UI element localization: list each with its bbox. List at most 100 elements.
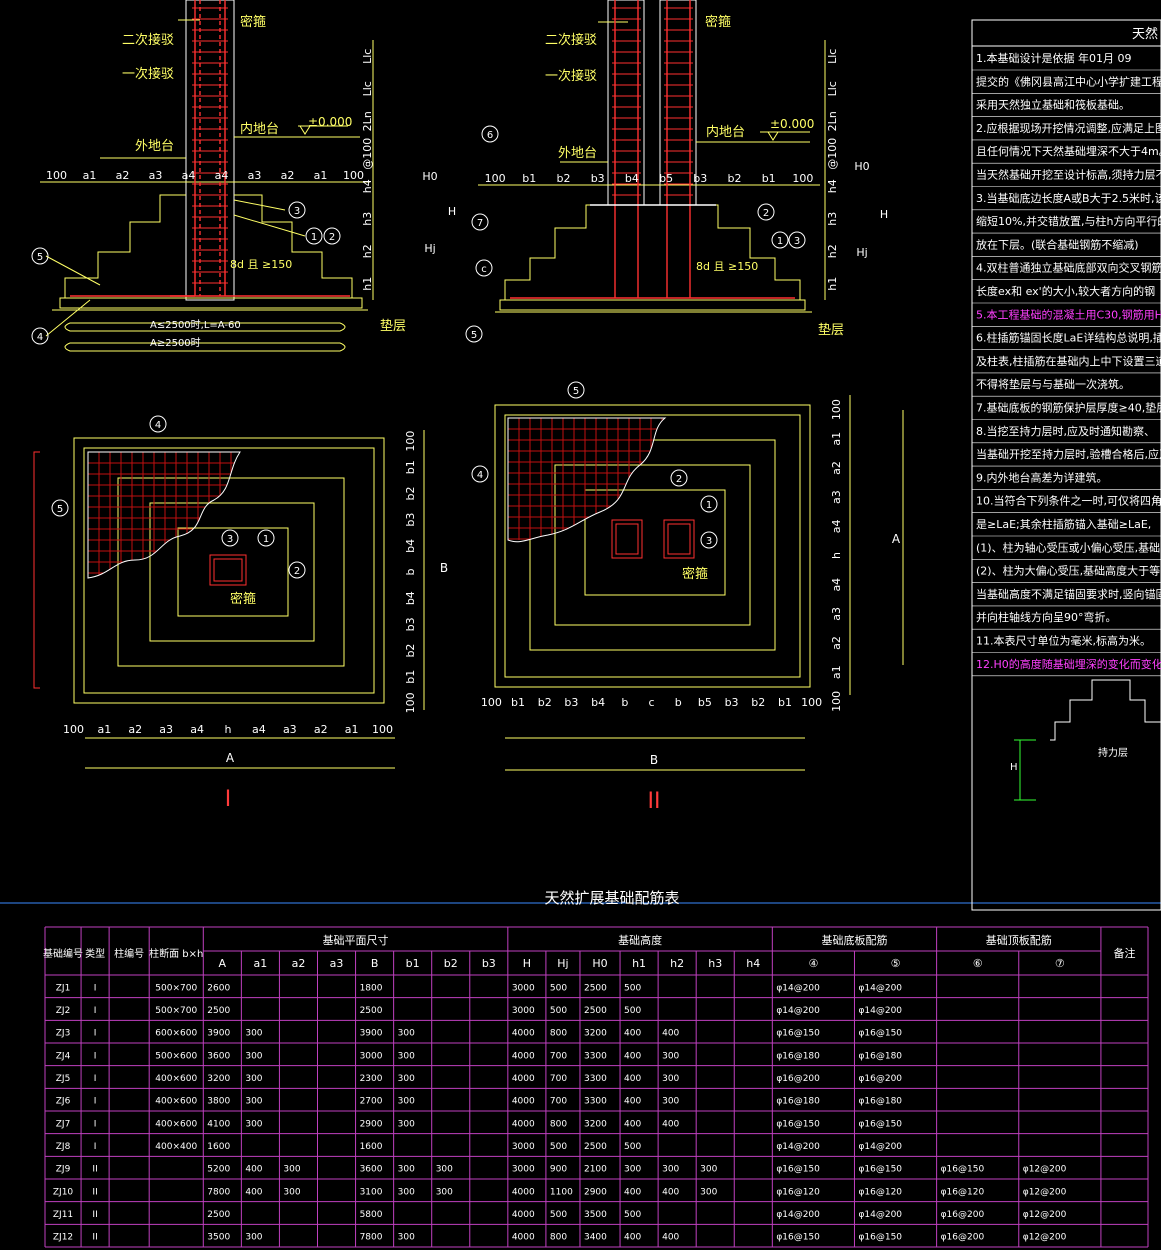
table-cell: 400 [245, 1165, 262, 1175]
dim-label: b1 [404, 460, 417, 474]
dim-label: a3 [149, 169, 163, 182]
marker-circle [51, 499, 69, 517]
dim-label: a3 [248, 169, 262, 182]
table-col-header: H [523, 957, 531, 970]
dim-label: 100 [46, 169, 67, 182]
table-cell: I [94, 1097, 97, 1107]
table-cell: ZJ10 [53, 1187, 74, 1197]
break-line [87, 451, 241, 579]
table-cell: ZJ3 [56, 1029, 71, 1039]
table-cell: 300 [245, 1097, 262, 1107]
table-cell: φ16@120 [858, 1187, 902, 1197]
marker-circle [257, 529, 275, 547]
dim-label: a3 [159, 723, 173, 736]
table-cell: 500 [550, 983, 567, 993]
table-col-header: a2 [292, 957, 306, 970]
label-cushion-ii: 垫层 [818, 322, 844, 338]
note-line: 长度ex和 ex'的大小,较大者方向的钢 [976, 284, 1155, 298]
table-cell: 400×400 [155, 1142, 197, 1152]
dim-label: b2 [404, 486, 417, 500]
table-cell: φ16@150 [776, 1119, 820, 1129]
note-line: 6.柱插筋锚固长度LaE详结构总说明,插筋与 [976, 331, 1161, 345]
marker-label: 3 [794, 236, 800, 247]
table-cell: 400 [624, 1029, 641, 1039]
dim-label: 2Ln [826, 111, 839, 131]
label-elevation: ±0.000 [308, 115, 352, 129]
plan-ii [494, 395, 904, 771]
table-cell: 2700 [360, 1097, 383, 1107]
table-cell: 300 [624, 1165, 641, 1175]
table-cell: 3300 [584, 1051, 607, 1061]
table-cell: 3500 [584, 1210, 607, 1220]
table-cell: 600×600 [155, 1029, 197, 1039]
label-primary-splice: 一次接驳 [122, 66, 174, 82]
note-line: 且任何情况下天然基础埋深不大于4m。 [976, 144, 1161, 158]
label-elevation-ii: ±0.000 [770, 117, 814, 131]
table-cell: 300 [398, 1233, 415, 1243]
table-cell: 300 [398, 1119, 415, 1129]
dim-label: b3 [591, 172, 605, 185]
note-line: (1)、柱为轴心受压或小偏心受压,基础高 [976, 540, 1161, 554]
table-cell: 400×600 [155, 1074, 197, 1084]
table-cell: 300 [245, 1051, 262, 1061]
table-cell: 3500 [207, 1233, 230, 1243]
table-cell: 3300 [584, 1074, 607, 1084]
table-cell: 300 [245, 1029, 262, 1039]
section-ii-stirrups [612, 7, 693, 196]
table-cell: 3000 [512, 1165, 535, 1175]
table-cell: 800 [550, 1029, 567, 1039]
dim-label: Llc [361, 49, 374, 64]
table-col-header: 柱编号 [114, 947, 144, 960]
table-cell: 700 [550, 1074, 567, 1084]
dim-label: b2 [538, 696, 552, 709]
table-cell: φ16@200 [776, 1074, 820, 1084]
table-col-header: ⑦ [1055, 957, 1065, 970]
label-dense-stirrup-plan-ii: 密箍 [682, 566, 708, 582]
dim-label: h [830, 552, 843, 559]
table-cell: 4000 [512, 1097, 535, 1107]
marker-label: 2 [294, 566, 300, 577]
dim-label: 100 [343, 169, 364, 182]
dim-label: a3 [830, 490, 843, 504]
table-cell: ZJ8 [56, 1142, 71, 1152]
dim-hj-ii: Hj [856, 246, 867, 259]
table-cell: II [92, 1210, 97, 1220]
table-cell: φ12@200 [1023, 1165, 1067, 1175]
table-cell: 1600 [360, 1142, 383, 1152]
table-cell: φ16@180 [858, 1051, 902, 1061]
dim-label: a4 [830, 519, 843, 533]
table-cell: 4000 [512, 1051, 535, 1061]
table-col-header: a1 [254, 957, 268, 970]
table-cell: 3600 [207, 1051, 230, 1061]
marker-circle [221, 529, 239, 547]
label-cushion: 垫层 [380, 318, 406, 334]
marker-circle [471, 213, 489, 231]
table-cell: 500 [624, 983, 641, 993]
dim-label: Llc [826, 81, 839, 96]
table-cell: φ16@180 [776, 1097, 820, 1107]
table-cell: 800 [550, 1233, 567, 1243]
table-cell: 3000 [512, 983, 535, 993]
note-line: 及柱表,柱插筋在基础内上中下设置三道固定 [976, 354, 1161, 368]
table-cell: 2900 [360, 1119, 383, 1129]
dim-b: B [440, 561, 448, 575]
table-cell: 300 [662, 1051, 679, 1061]
marker-circle [670, 469, 688, 487]
dim-label: a1 [830, 665, 843, 679]
label-inner-floor: 内地台 [240, 121, 279, 137]
marker-label: 5 [57, 504, 63, 515]
dim-label: a2 [116, 169, 130, 182]
notes-panel [971, 19, 1161, 911]
marker-label: 6 [487, 130, 493, 141]
table-cell: 500×700 [155, 1006, 197, 1016]
table-cell: 400 [245, 1187, 262, 1197]
dim-h0-ii: H0 [854, 160, 869, 173]
label-secondary-splice-ii: 二次接驳 [545, 32, 597, 48]
marker-label: 5 [471, 330, 477, 341]
table-cell: 300 [662, 1165, 679, 1175]
marker-label: 1 [706, 500, 712, 511]
table-cell: φ14@200 [776, 1006, 820, 1016]
